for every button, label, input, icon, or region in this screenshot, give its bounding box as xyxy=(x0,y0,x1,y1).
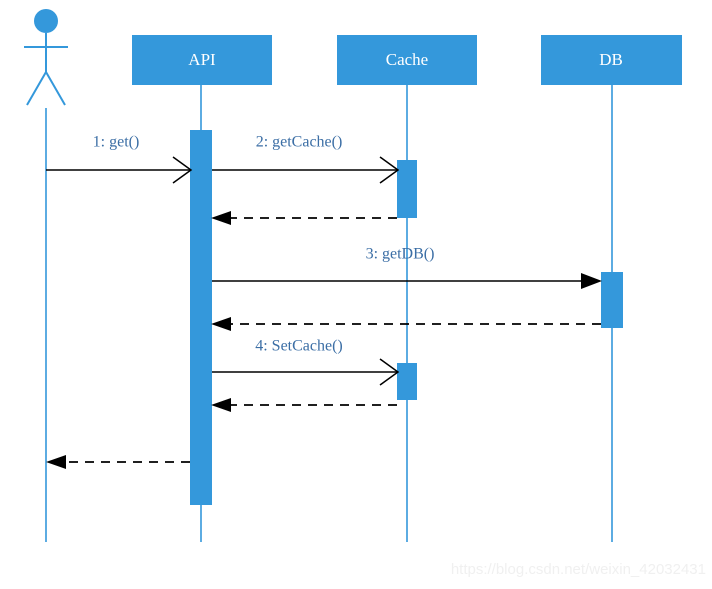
message-label-1: 1: get() xyxy=(93,134,140,151)
activation-bar-api xyxy=(190,130,212,505)
message-return-cache-to-api-1[interactable] xyxy=(211,211,397,225)
arrowhead-solid-icon-r4 xyxy=(46,455,66,469)
message-label-2: 2: getCache() xyxy=(256,134,343,151)
message-4-setcache[interactable]: 4: SetCache() xyxy=(212,338,400,386)
participant-box-cache[interactable] xyxy=(337,35,477,85)
participant-actor[interactable] xyxy=(24,9,68,542)
activation-bar-cache-2 xyxy=(397,363,417,400)
activation-bar-db xyxy=(601,272,623,328)
participant-label-db: DB xyxy=(599,50,623,69)
message-return-api-to-actor[interactable] xyxy=(46,455,190,469)
arrowhead-solid-icon-3 xyxy=(581,273,602,289)
participant-label-cache: Cache xyxy=(386,50,428,69)
arrowhead-open-icon-4 xyxy=(379,358,400,386)
participant-box-api[interactable] xyxy=(132,35,272,85)
message-2-getcache[interactable]: 2: getCache() xyxy=(212,134,400,184)
activation-bar-cache-1 xyxy=(397,160,417,218)
arrowhead-solid-icon-r3 xyxy=(211,398,231,412)
arrowhead-solid-icon-r1 xyxy=(211,211,231,225)
message-return-cache-to-api-2[interactable] xyxy=(211,398,397,412)
participant-box-db[interactable] xyxy=(541,35,682,85)
actor-head-icon xyxy=(34,9,58,33)
message-3-getdb[interactable]: 3: getDB() xyxy=(212,246,602,289)
actor-right-leg-icon xyxy=(45,71,66,106)
message-return-db-to-api[interactable] xyxy=(211,317,601,331)
participant-cache[interactable]: Cache xyxy=(337,35,477,542)
arrowhead-open-icon-1 xyxy=(172,156,193,184)
message-label-3: 3: getDB() xyxy=(366,246,435,263)
arrowhead-solid-icon-r2 xyxy=(211,317,231,331)
message-1-get[interactable]: 1: get() xyxy=(46,134,193,184)
watermark-text: https://blog.csdn.net/weixin_42032431 xyxy=(451,561,706,578)
message-label-4: 4: SetCache() xyxy=(255,338,343,355)
participant-label-api: API xyxy=(188,50,216,69)
arrowhead-open-icon-2 xyxy=(379,156,400,184)
actor-left-leg-icon xyxy=(26,71,47,106)
